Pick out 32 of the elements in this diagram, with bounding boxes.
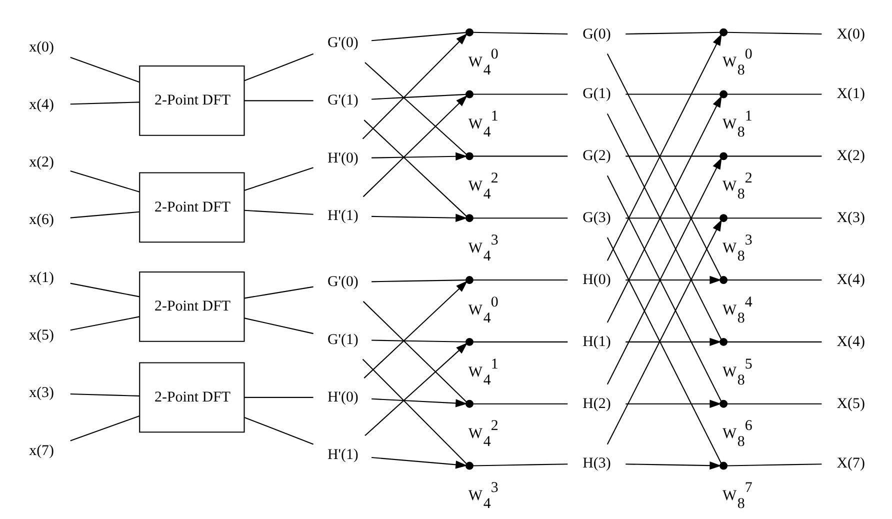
node-text: X(1) — [836, 86, 865, 102]
node-text: X(4) — [836, 333, 865, 350]
node-text: X(3) — [836, 210, 865, 226]
node-text: H(2) — [582, 395, 611, 412]
node-text: G(1) — [582, 86, 611, 102]
node-text: X(0) — [836, 26, 865, 42]
node-text: H(1) — [582, 333, 611, 350]
node-text: H(3) — [582, 455, 611, 472]
node-text: x(5) — [29, 326, 54, 343]
node-text: H'(0) — [328, 150, 358, 166]
node-text: H(0) — [582, 271, 611, 288]
node-text: x(2) — [29, 154, 54, 170]
node-text: H'(1) — [328, 207, 358, 224]
node-text: x(6) — [29, 212, 54, 228]
node-text: X(7) — [836, 455, 865, 472]
node-text: x(4) — [29, 96, 54, 112]
node-text: X(4) — [836, 271, 865, 288]
node-text: G'(1) — [328, 331, 358, 348]
node-text: G(2) — [582, 148, 611, 164]
node-text: x(7) — [29, 442, 54, 458]
node-text: x(3) — [29, 384, 54, 401]
node-text: G'(0) — [328, 274, 358, 290]
node-text: G'(1) — [328, 92, 358, 108]
node-text: H'(1) — [328, 446, 358, 463]
node-text: X(5) — [836, 395, 865, 412]
node-text: H'(0) — [328, 388, 358, 405]
node-text: G(0) — [582, 26, 611, 42]
node-text: x(1) — [29, 269, 54, 286]
node-text: x(0) — [29, 38, 54, 55]
node-text: G'(0) — [328, 34, 358, 50]
node-text: X(2) — [836, 148, 865, 164]
node-text: G(3) — [582, 210, 611, 226]
